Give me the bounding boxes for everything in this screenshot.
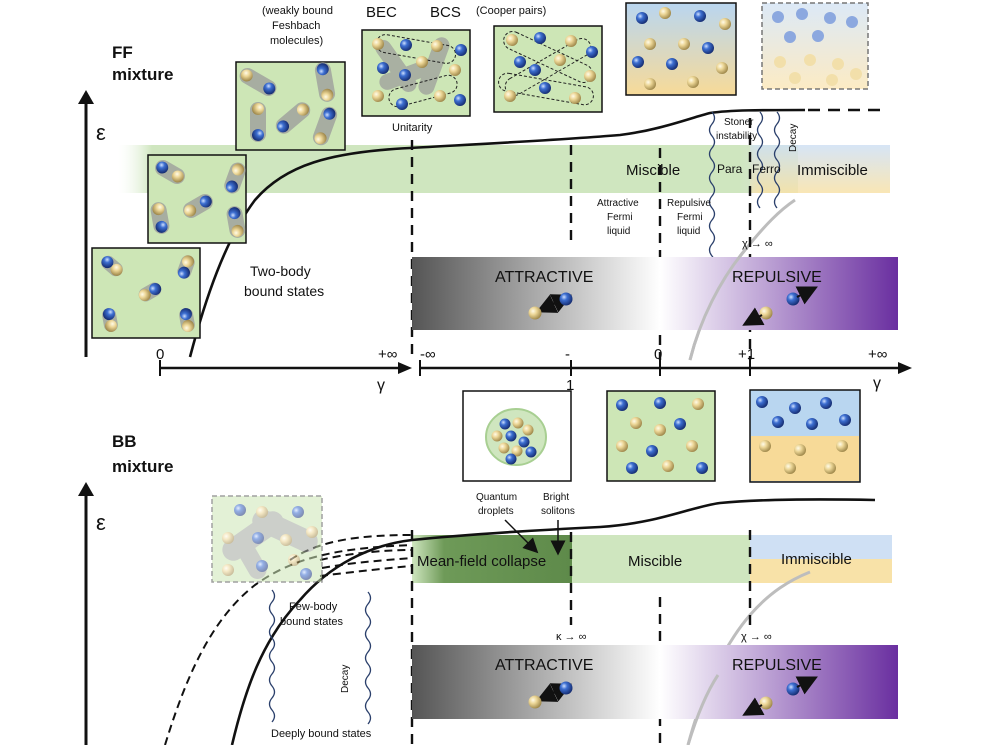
axis-left-plus-inf: +∞ xyxy=(378,346,398,363)
ff-repulsive-pair-icon xyxy=(742,286,818,326)
ff-para-label: Para xyxy=(717,162,743,176)
bb-energy-arrowhead xyxy=(78,482,94,496)
ff-attractive-fermi-2: Fermi xyxy=(607,212,633,223)
ff-box-bcs xyxy=(493,25,603,113)
gamma-axis: 0 +∞ γ -∞ - 1 0 +1 +∞ γ xyxy=(156,346,912,394)
ff-repulsive-box xyxy=(660,257,898,330)
ff-attractive-pair-icon xyxy=(528,292,573,320)
bb-attractive-label: ATTRACTIVE xyxy=(495,657,593,674)
bb-box-miscible xyxy=(606,390,716,482)
ff-immiscible-label: Immiscible xyxy=(797,162,868,179)
ff-decay-wave-1 xyxy=(708,111,716,281)
bb-miscible-label: Miscible xyxy=(628,553,682,570)
axis-right-plus-one: +1 xyxy=(738,346,755,363)
bb-title-2: mixture xyxy=(112,457,173,476)
bb-droplet-arrow xyxy=(504,519,539,554)
bb-repulsive-curve-front xyxy=(686,674,720,745)
bb-miscible-band xyxy=(572,535,750,583)
ff-stoner-1: Stoner xyxy=(724,117,754,128)
ff-feshbach-1: (weakly bound xyxy=(262,5,333,17)
ff-attractive-label: ATTRACTIVE xyxy=(495,269,593,286)
ff-box-molecules-mid xyxy=(147,154,247,244)
ff-two-body-2: bound states xyxy=(244,283,324,299)
axis-left-gamma: γ xyxy=(377,377,385,394)
ff-repulsive-fermi-3: liquid xyxy=(677,226,700,237)
gamma-axis-left-arrowhead xyxy=(398,362,412,374)
ff-bcs-label: BCS xyxy=(430,4,461,21)
axis-right-plus-inf: +∞ xyxy=(868,346,888,363)
bb-decay-label: Decay xyxy=(340,665,351,693)
gamma-axis-right-arrowhead xyxy=(898,362,912,374)
bb-bright-2: solitons xyxy=(541,506,575,517)
axis-right-minus-inf: -∞ xyxy=(420,346,436,363)
ff-decay-wave-2 xyxy=(756,111,764,209)
bb-decay-wave-2 xyxy=(364,591,372,725)
ff-two-body-1: Two-body xyxy=(250,263,311,279)
bb-few-body-1: Few-body xyxy=(289,601,338,613)
bb-deeply-bound: Deeply bound states xyxy=(271,728,372,740)
ff-feshbach-3: molecules) xyxy=(270,35,323,47)
bb-bright-1: Bright xyxy=(543,492,569,503)
axis-right-minus-one-b: 1 xyxy=(566,377,574,394)
axis-right-minus-one-a: - xyxy=(565,346,570,363)
bb-title-1: BB xyxy=(112,432,137,451)
ff-box-bec xyxy=(361,29,471,117)
ff-repulsive-fermi-2: Fermi xyxy=(677,212,703,223)
bb-decay-wave-1 xyxy=(268,589,276,723)
ff-feshbach-2: Feshbach xyxy=(272,20,320,32)
bb-energy-curve xyxy=(230,498,876,745)
bb-kappa-inf: κ → ∞ xyxy=(556,631,586,643)
ff-energy-arrowhead xyxy=(78,90,94,104)
bb-attractive-pair-icon xyxy=(528,681,573,709)
ff-attractive-fermi-3: liquid xyxy=(607,226,630,237)
bb-mean-field-band xyxy=(412,535,572,583)
bb-few-body-curves xyxy=(164,534,413,745)
bb-repulsive-pair-icon xyxy=(742,676,818,716)
bb-box-few-body xyxy=(211,495,323,583)
ff-repulsive-label: REPULSIVE xyxy=(732,269,822,286)
bb-immiscible-band-top xyxy=(750,535,892,559)
bb-mean-field-label: Mean-field collapse xyxy=(417,553,546,570)
ff-attractive-fermi-1: Attractive xyxy=(597,198,639,209)
ff-miscible-label: Miscible xyxy=(626,162,680,179)
ff-unitarity-label: Unitarity xyxy=(392,122,433,134)
ff-energy-label: ε xyxy=(96,120,106,145)
ff-decay-wave-3 xyxy=(773,111,781,209)
axis-left-zero: 0 xyxy=(156,346,164,363)
ff-repulsive-fermi-1: Repulsive xyxy=(667,198,711,209)
ff-box-feshbach xyxy=(235,61,346,151)
bb-quantum-2: droplets xyxy=(478,506,514,517)
bb-repulsive-label: REPULSIVE xyxy=(732,657,822,674)
ff-decay-label: Decay xyxy=(788,124,799,152)
axis-right-zero: 0 xyxy=(654,346,662,363)
ff-bec-label: BEC xyxy=(366,4,397,21)
bb-box-droplet xyxy=(462,390,572,482)
bb-energy-label: ε xyxy=(96,510,106,535)
ff-title-2: mixture xyxy=(112,65,173,84)
ff-ferro-label: Ferro xyxy=(752,162,781,176)
bb-repulsive-box xyxy=(660,645,898,719)
ff-cooper-label: (Cooper pairs) xyxy=(476,5,546,17)
bb-immiscible-band-bottom xyxy=(750,559,892,583)
bb-chi-inf: χ → ∞ xyxy=(741,631,772,643)
ff-title-1: FF xyxy=(112,43,133,62)
ff-chi-inf: χ → ∞ xyxy=(742,238,773,250)
ff-box-molecules-low xyxy=(91,247,201,339)
ff-section: FF mixture ε Stoner instability Decay Mi… xyxy=(78,2,898,361)
axis-right-gamma: γ xyxy=(873,375,881,392)
bb-few-body-2: bound states xyxy=(280,616,343,628)
ff-stoner-2: instability xyxy=(716,131,757,142)
ff-box-immiscible-gas xyxy=(761,2,869,90)
bb-section: BB mixture ε Mean-field collapse Miscibl… xyxy=(78,432,898,745)
ff-box-miscible-gas xyxy=(625,2,737,96)
bb-box-immiscible xyxy=(749,389,861,483)
bb-quantum-1: Quantum xyxy=(476,492,517,503)
bb-immiscible-label: Immiscible xyxy=(781,551,852,568)
ff-repulsive-curve-front xyxy=(688,249,747,361)
